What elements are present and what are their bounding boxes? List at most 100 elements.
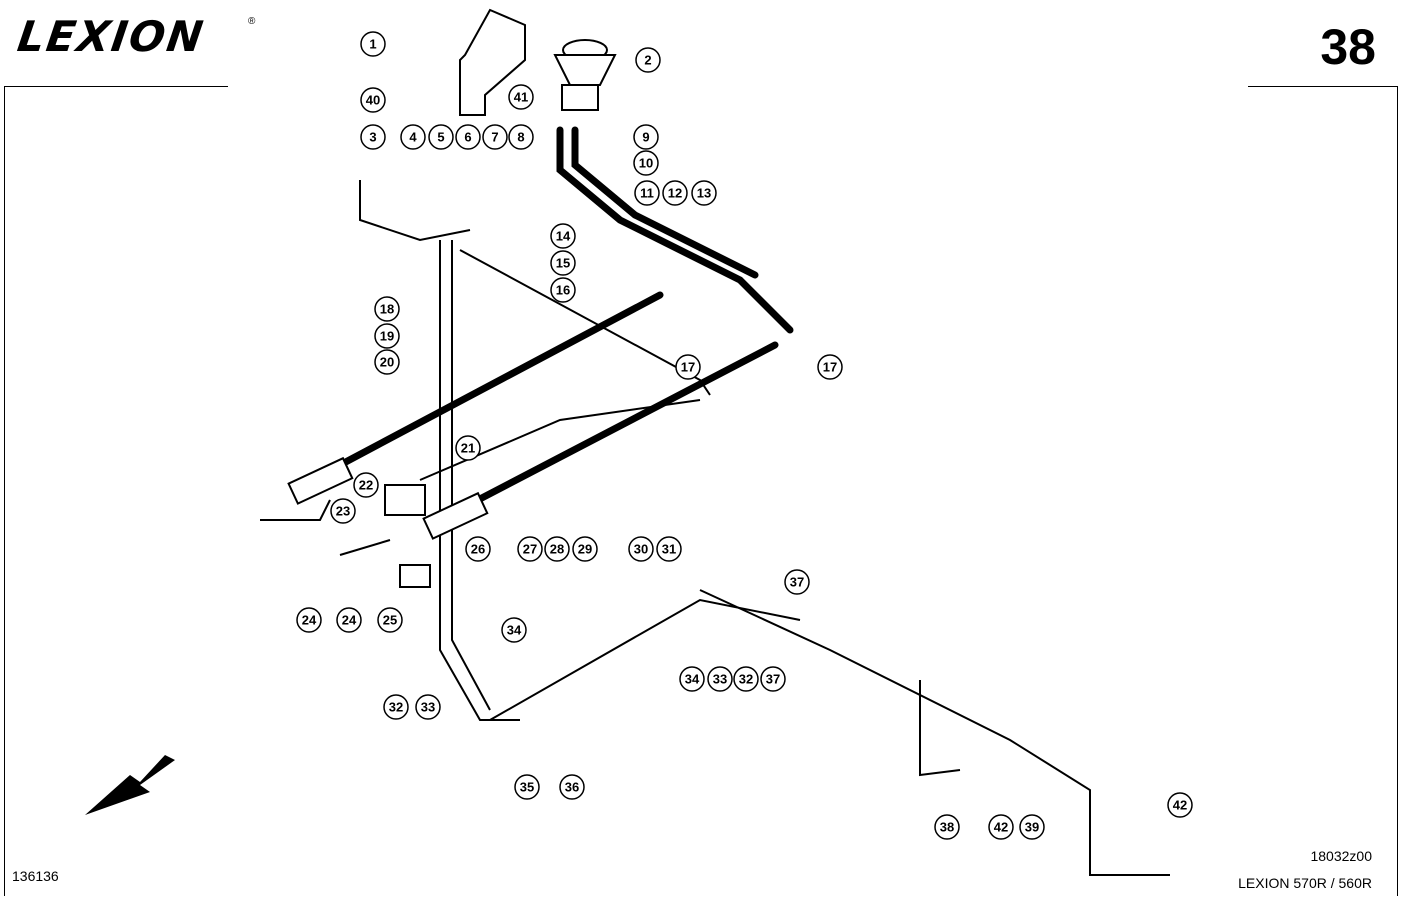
callout-circle	[465, 536, 491, 562]
callout-circle	[817, 354, 843, 380]
callout-label: 24	[302, 613, 317, 628]
callout-circle	[784, 569, 810, 595]
callout-circle	[330, 498, 356, 524]
callout-circle	[360, 124, 386, 150]
callout-circle	[934, 814, 960, 840]
callout-circle	[760, 666, 786, 692]
callout-circle	[662, 180, 688, 206]
callout-circle	[656, 536, 682, 562]
callout-label: 19	[380, 329, 394, 344]
callout-label: 12	[668, 186, 682, 201]
callout-label: 24	[342, 613, 357, 628]
callout-circle	[633, 150, 659, 176]
callout-circle	[383, 694, 409, 720]
registered-mark: ®	[248, 16, 256, 27]
callout-label: 32	[739, 672, 753, 687]
callout-label: 16	[556, 283, 570, 298]
callout-label: 27	[523, 542, 537, 557]
callout-label: 22	[359, 478, 373, 493]
callout-circle	[634, 180, 660, 206]
callout-label: 34	[507, 623, 522, 638]
hose-lines	[336, 126, 794, 529]
header-rule-right	[1248, 86, 1398, 87]
callout-label: 26	[471, 542, 485, 557]
callout-label: 3	[369, 130, 376, 145]
callout-label: 21	[461, 441, 475, 456]
pipework	[260, 180, 1170, 876]
callout-circle	[360, 31, 386, 57]
callout-label: 10	[639, 156, 653, 171]
callout-circle	[374, 296, 400, 322]
callout-circle	[374, 323, 400, 349]
callout-label: 2	[644, 53, 651, 68]
callout-label: 41	[514, 90, 528, 105]
sheet-id: 136136	[12, 868, 59, 884]
callout-label: 37	[766, 672, 780, 687]
callout-circle	[415, 694, 441, 720]
header-rule-left	[4, 86, 228, 87]
callout-label: 14	[556, 229, 571, 244]
callout-circle	[550, 277, 576, 303]
callout-label: 5	[437, 130, 444, 145]
callout-label: 9	[642, 130, 649, 145]
callout-circle	[501, 617, 527, 643]
callout-circle	[336, 607, 362, 633]
callout-label: 42	[1173, 798, 1187, 813]
callout-label: 11	[640, 186, 654, 201]
model-designation: LEXION 570R / 560R	[1238, 875, 1372, 891]
callout-circle	[296, 607, 322, 633]
callout-label: 8	[517, 130, 524, 145]
callout-label: 40	[366, 93, 380, 108]
callout-label: 32	[389, 700, 403, 715]
callout-label: 17	[681, 360, 695, 375]
frame-right-border	[1397, 86, 1398, 896]
callout-label: 29	[578, 542, 592, 557]
callout-circle	[360, 87, 386, 113]
callout-circle	[455, 435, 481, 461]
callout-circle	[374, 349, 400, 375]
callout-label: 31	[662, 542, 676, 557]
callout-label: 4	[409, 130, 417, 145]
callout-label: 42	[994, 820, 1008, 835]
callout-circle	[559, 774, 585, 800]
callout-circle	[377, 607, 403, 633]
callout-label: 6	[464, 130, 471, 145]
callout-circle	[353, 472, 379, 498]
callout-circle	[675, 354, 701, 380]
callout-circle	[400, 124, 426, 150]
callout-label: 13	[697, 186, 711, 201]
callout-circle	[988, 814, 1014, 840]
callout-label: 25	[383, 613, 397, 628]
callout-label: 23	[336, 504, 350, 519]
callout-circle	[482, 124, 508, 150]
callout-circle	[633, 124, 659, 150]
callout-circle	[428, 124, 454, 150]
callout-label: 20	[380, 355, 394, 370]
callout-circle	[1019, 814, 1045, 840]
reservoir-tank	[553, 39, 617, 111]
callout-label: 33	[713, 672, 727, 687]
callout-circle	[679, 666, 705, 692]
callout-label: 36	[565, 780, 579, 795]
direction-arrow-icon	[85, 755, 175, 815]
callout-label: 37	[790, 575, 804, 590]
callout-circle	[733, 666, 759, 692]
callout-circle	[508, 84, 534, 110]
callout-label: 35	[520, 780, 534, 795]
callout-label: 15	[556, 256, 570, 271]
callout-label: 33	[421, 700, 435, 715]
callout-label: 39	[1025, 820, 1039, 835]
callout-label: 1	[369, 37, 376, 52]
callout-label: 17	[823, 360, 837, 375]
callout-circle	[517, 536, 543, 562]
callout-circle	[455, 124, 481, 150]
callout-circle	[514, 774, 540, 800]
callout-circle	[508, 124, 534, 150]
callout-label: 18	[380, 302, 394, 317]
callout-circle	[550, 250, 576, 276]
callout-circle	[628, 536, 654, 562]
callout-circle	[544, 536, 570, 562]
callout-label: 34	[685, 672, 700, 687]
